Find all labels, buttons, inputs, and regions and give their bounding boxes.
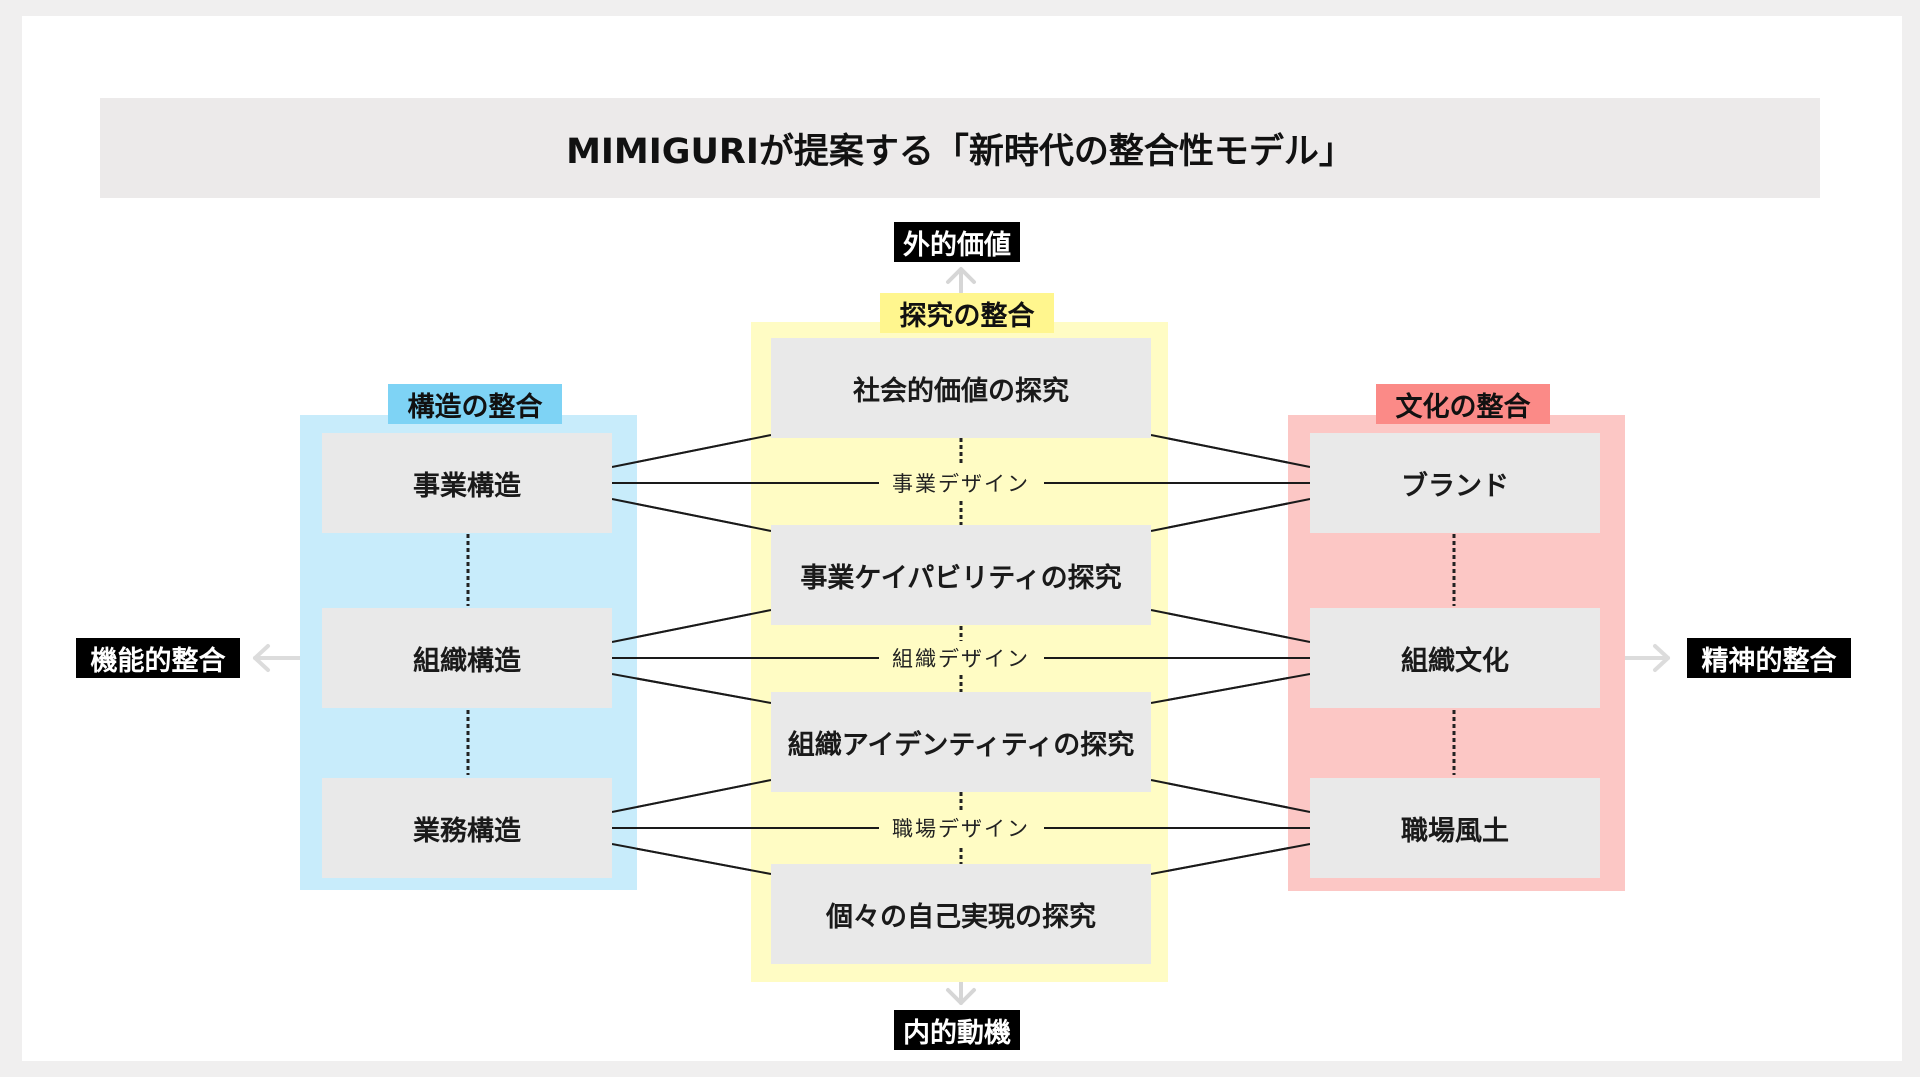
workplace-climate-box: 職場風土	[1310, 778, 1600, 878]
organization-structure-box: 組織構造	[322, 608, 612, 708]
organization-identity-inquiry-box: 組織アイデンティティの探究	[771, 692, 1151, 792]
business-structure-box: 事業構造	[322, 433, 612, 533]
external-value-axis-tag: 外的価値	[894, 222, 1020, 262]
inquiry-alignment-tag: 探究の整合	[880, 293, 1054, 333]
organization-design-label: 組織デザイン	[879, 641, 1043, 675]
culture-alignment-tag: 文化の整合	[1376, 384, 1550, 424]
workplace-design-label: 職場デザイン	[879, 811, 1043, 845]
social-value-inquiry-box: 社会的価値の探究	[771, 338, 1151, 438]
operations-structure-box: 業務構造	[322, 778, 612, 878]
axis-down-arrow-head	[946, 988, 976, 1005]
self-realization-inquiry-box: 個々の自己実現の探究	[771, 864, 1151, 964]
business-capability-inquiry-box: 事業ケイパビリティの探究	[771, 525, 1151, 625]
structure-alignment-tag: 構造の整合	[388, 384, 562, 424]
vertical-axis-arrows	[946, 267, 976, 1005]
axis-left-arrow-head	[253, 644, 270, 672]
functional-alignment-axis-tag: 機能的整合	[76, 638, 240, 678]
brand-box: ブランド	[1310, 433, 1600, 533]
axis-up-arrow-head	[946, 267, 976, 284]
axis-right-arrow-head	[1653, 644, 1670, 672]
organization-culture-box: 組織文化	[1310, 608, 1600, 708]
internal-motivation-axis-tag: 内的動機	[894, 1010, 1020, 1050]
business-design-label: 事業デザイン	[879, 466, 1043, 500]
diagram-title: MIMIGURIが提案する「新時代の整合性モデル」	[100, 98, 1820, 198]
spiritual-alignment-axis-tag: 精神的整合	[1687, 638, 1851, 678]
